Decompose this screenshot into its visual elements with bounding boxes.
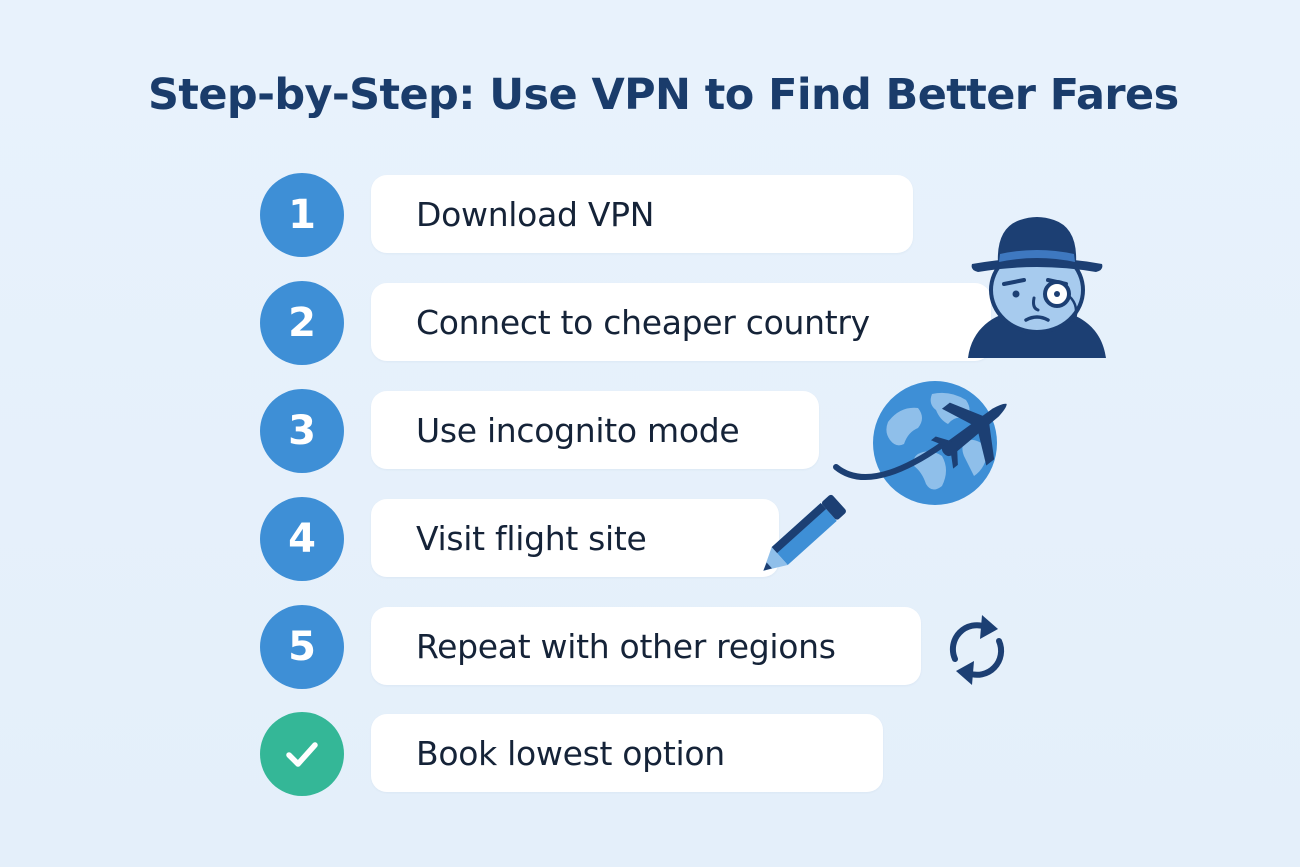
step-1-label: Download VPN [416,194,655,234]
step-4-number: 4 [260,497,344,581]
step-6-label: Book lowest option [416,733,725,773]
step-5-number: 5 [260,605,344,689]
check-icon [286,742,318,767]
page-title: Step-by-Step: Use VPN to Find Better Far… [148,70,1179,120]
step-final-check [260,712,344,796]
step-5-card: Repeat with other regions [371,607,921,685]
refresh-icon [949,615,1005,685]
step-4-card: Visit flight site [371,499,779,577]
step-6-card: Book lowest option [371,714,883,792]
pencil-icon [763,494,846,571]
step-2-number: 2 [260,281,344,365]
step-3-label: Use incognito mode [416,410,740,450]
airplane-icon [833,402,1007,480]
spy-icon [968,217,1106,358]
step-2-label: Connect to cheaper country [416,302,870,342]
step-1-number: 1 [260,173,344,257]
step-4-label: Visit flight site [416,518,647,558]
step-2-card: Connect to cheaper country [371,283,991,361]
step-1-card: Download VPN [371,175,913,253]
step-3-card: Use incognito mode [371,391,819,469]
step-5-label: Repeat with other regions [416,626,836,666]
step-3-number: 3 [260,389,344,473]
